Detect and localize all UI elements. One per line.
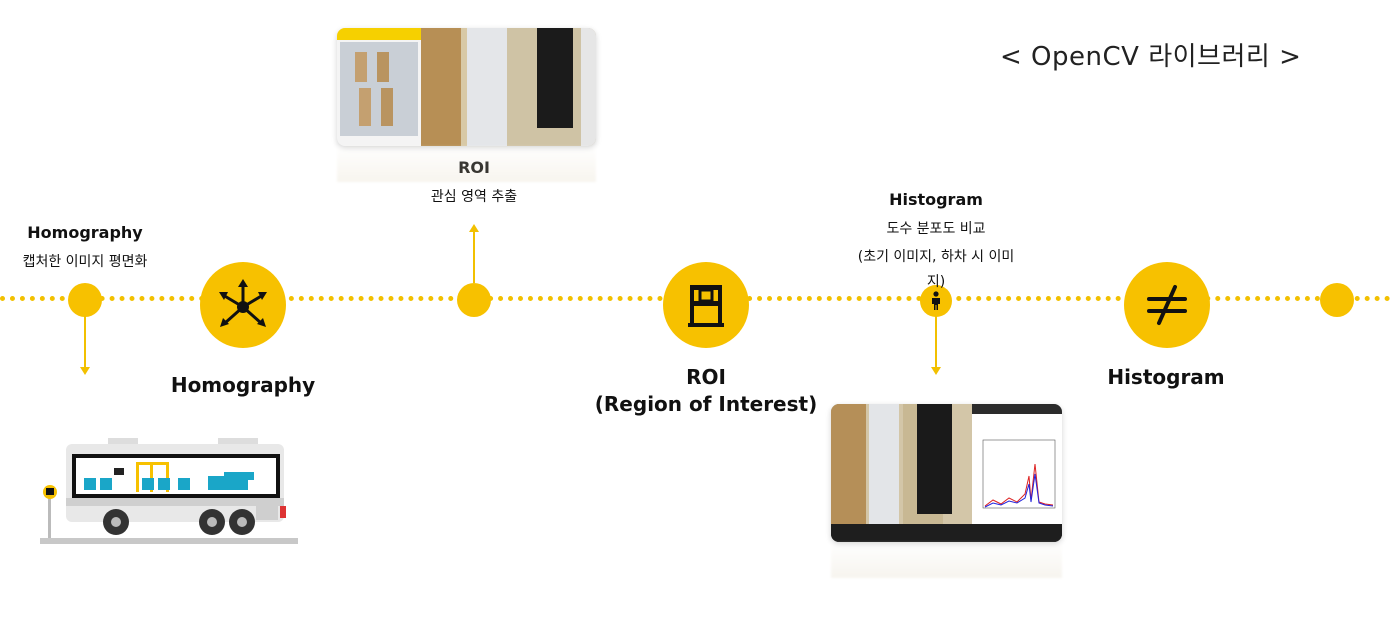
- roi-label-line1: ROI: [686, 365, 726, 389]
- roi-label: ROI (Region of Interest): [580, 364, 832, 418]
- page-title: < OpenCV 라이브러리 >: [1000, 42, 1302, 72]
- homography-circle: [200, 262, 286, 348]
- histogram-circle: [1124, 262, 1210, 348]
- not-equal-icon: [1147, 285, 1187, 325]
- histogram-label: Histogram: [1107, 365, 1225, 389]
- arrow-up-icon: [469, 224, 479, 232]
- bus-illustration: [38, 432, 300, 547]
- network-arrows-icon: [219, 279, 267, 327]
- histogram-desc-line2: (초기 이미지, 하차 시 이미: [857, 249, 1015, 265]
- timeline-dot: [457, 283, 491, 317]
- timeline-dot: [68, 283, 102, 317]
- roi-circle: [663, 262, 749, 348]
- roi-top-title: ROI: [458, 158, 490, 177]
- roi-screenshot: [337, 28, 596, 146]
- histogram-screenshot: [831, 404, 1062, 542]
- timeline-dot: [1320, 283, 1354, 317]
- histogram-desc-line3: 지): [926, 274, 946, 290]
- connector-line: [935, 316, 937, 368]
- connector-line: [473, 231, 475, 283]
- histogram-desc-line1: 도수 분포도 비교: [886, 221, 986, 237]
- roi-top-desc: 관심 영역 추출: [430, 189, 518, 205]
- homography-top-title: Homography: [27, 223, 143, 242]
- homography-label: Homography: [170, 373, 316, 397]
- homography-top-desc: 캡처한 이미지 평면화: [22, 254, 148, 270]
- connector-line: [84, 316, 86, 368]
- person-icon: [932, 291, 940, 310]
- histogram-top-title: Histogram: [889, 190, 983, 209]
- roi-label-line2: (Region of Interest): [594, 392, 818, 416]
- table-icon: [688, 285, 724, 327]
- arrow-down-icon: [931, 367, 941, 375]
- histogram-small-circle: [920, 285, 952, 317]
- roi-screenshot-reflection: [337, 146, 596, 182]
- arrow-down-icon: [80, 367, 90, 375]
- histogram-screenshot-reflection: [831, 542, 1062, 578]
